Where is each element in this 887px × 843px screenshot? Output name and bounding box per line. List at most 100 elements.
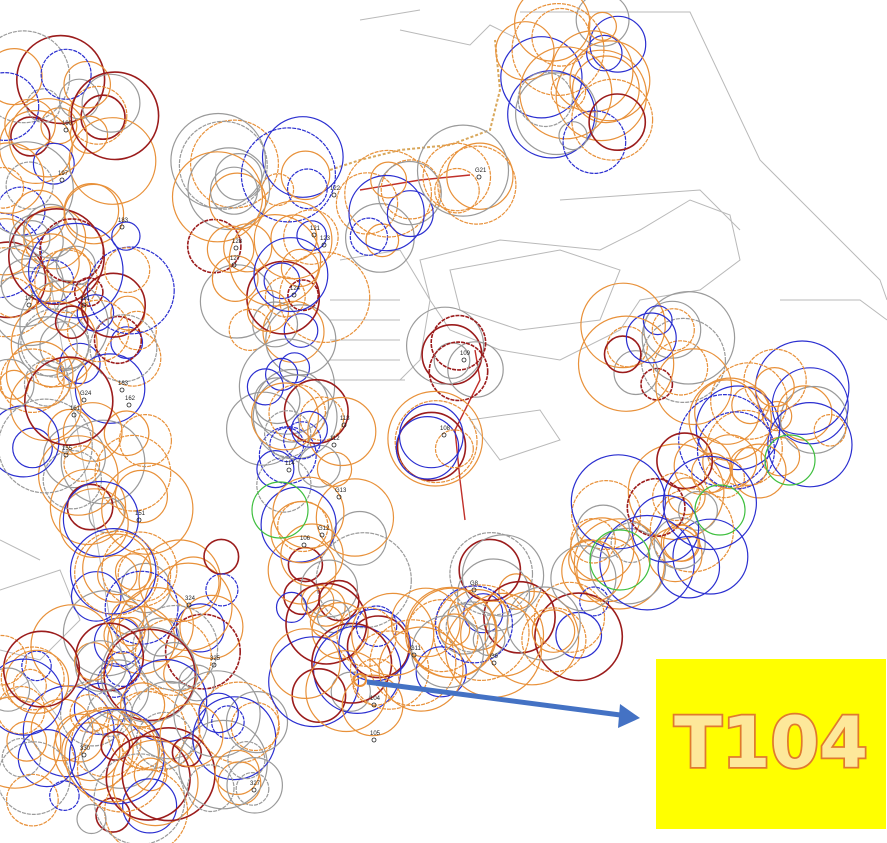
tree-canopy-circle [344, 149, 433, 238]
tree-position-marker [126, 402, 132, 408]
tree-canopy-circle [103, 410, 150, 457]
tree-canopy-circle [24, 356, 114, 446]
tree-canopy-circle [226, 756, 284, 814]
tree-tag-label: 105 [370, 731, 381, 737]
highlighted-tree-marker [353, 673, 367, 687]
hedge-line [329, 39, 502, 171]
tree-canopy-circle [380, 159, 441, 220]
tree-canopy-circle [264, 276, 306, 318]
tree-canopy-circle [211, 255, 259, 303]
tree-canopy-circle [208, 172, 267, 231]
tree-canopy-circle [296, 220, 328, 252]
tree-position-marker [119, 224, 125, 230]
tree-canopy-circle [0, 646, 65, 711]
tree-canopy-circle [62, 480, 140, 558]
tree-canopy-circle [283, 313, 319, 348]
tree-canopy-circle [656, 432, 714, 490]
tree-canopy-circle [570, 517, 616, 564]
tree-canopy-circle [122, 778, 178, 834]
tree-canopy-circle [761, 400, 793, 432]
tree-canopy-circle [0, 369, 29, 400]
tree-canopy-circle [111, 221, 141, 251]
tree-canopy-circle [311, 622, 393, 704]
tree-canopy-circle [606, 326, 648, 368]
tree-canopy-circle [59, 342, 101, 385]
tree-canopy-circle [702, 434, 758, 490]
tree-canopy-circle [67, 299, 130, 363]
tree-canopy-circle [767, 402, 853, 488]
tree-tag-label: 330 [80, 746, 91, 752]
tree-canopy-circle [519, 46, 613, 140]
tree-canopy-circle [307, 396, 377, 467]
tree-canopy-circle [101, 462, 194, 555]
tree-canopy-circle [246, 368, 284, 406]
tree-canopy-circle [332, 510, 388, 566]
tree-canopy-circle [42, 450, 103, 510]
tree-canopy-circle [63, 445, 101, 483]
tree-position-marker [26, 302, 32, 308]
tree-canopy-circle [40, 48, 92, 100]
tree-canopy-circle [653, 517, 706, 570]
tree-canopy-circle [278, 352, 311, 384]
tree-canopy-circle [9, 213, 64, 269]
tree-canopy-circle [657, 535, 721, 599]
tree-id-callout: T104 [656, 659, 886, 829]
tree-position-marker [81, 397, 87, 403]
tree-canopy-circle [5, 161, 54, 210]
tree-canopy-circle [187, 147, 271, 231]
tree-canopy-circle [534, 592, 624, 682]
tree-tag-label: 161 [70, 406, 81, 412]
tree-canopy-circle [69, 694, 109, 733]
tree-canopy-circle [647, 527, 703, 583]
tree-tag-label: 108 [440, 426, 451, 432]
tree-canopy-circle [300, 559, 359, 618]
tree-tag-label: 197 [58, 171, 69, 177]
tree-canopy-circle [74, 640, 127, 692]
tree-canopy-circle [268, 636, 360, 728]
tree-canopy-circle [20, 308, 90, 378]
tree-canopy-circle [13, 668, 47, 703]
tree-canopy-circle [0, 212, 43, 299]
tree-canopy-circle [577, 315, 675, 412]
tree-canopy-circle [672, 518, 749, 595]
tree-canopy-circle [0, 358, 35, 411]
tree-canopy-circle [68, 117, 157, 205]
tree-canopy-circle [458, 538, 522, 602]
tree-canopy-circle [56, 358, 88, 389]
tree-canopy-circle [262, 300, 325, 363]
tree-canopy-circle [386, 190, 434, 238]
tree-canopy-circle [159, 703, 224, 768]
tree-canopy-circle [240, 127, 336, 223]
tree-canopy-circle [551, 30, 634, 113]
tree-canopy-circle [225, 690, 289, 754]
tree-tag-label: 181 [80, 296, 91, 302]
tree-canopy-circle [447, 341, 504, 398]
tree-canopy-circle [6, 773, 59, 827]
tree-canopy-circle [59, 488, 129, 558]
tree-canopy-circle [74, 353, 146, 424]
tree-position-marker [441, 432, 447, 438]
tree-canopy-circle [1, 737, 42, 778]
tree-canopy-circle [514, 0, 591, 62]
tree-canopy-circle [0, 247, 52, 338]
tree-canopy-circle [315, 478, 395, 557]
tree-canopy-circle [73, 277, 104, 307]
tree-position-marker [81, 752, 87, 758]
tree-canopy-circle [640, 367, 674, 401]
tree-canopy-circle [253, 200, 333, 280]
tree-tag-label: 162 [125, 396, 136, 402]
tree-canopy-circle [255, 368, 330, 443]
tree-canopy-circle [570, 454, 666, 550]
tree-canopy-circle [118, 414, 172, 468]
tree-canopy-circle [437, 145, 517, 225]
tree-canopy-circle [256, 450, 295, 489]
tree-canopy-circle [270, 501, 333, 564]
tree-canopy-circle [70, 71, 160, 161]
tree-canopy-circle [517, 71, 574, 128]
tree-canopy-circle [396, 411, 467, 482]
tree-canopy-circle [114, 469, 169, 524]
tree-canopy-circle [299, 396, 345, 442]
tree-tag-label: 128 [232, 239, 243, 245]
tree-canopy-circle [345, 202, 415, 273]
